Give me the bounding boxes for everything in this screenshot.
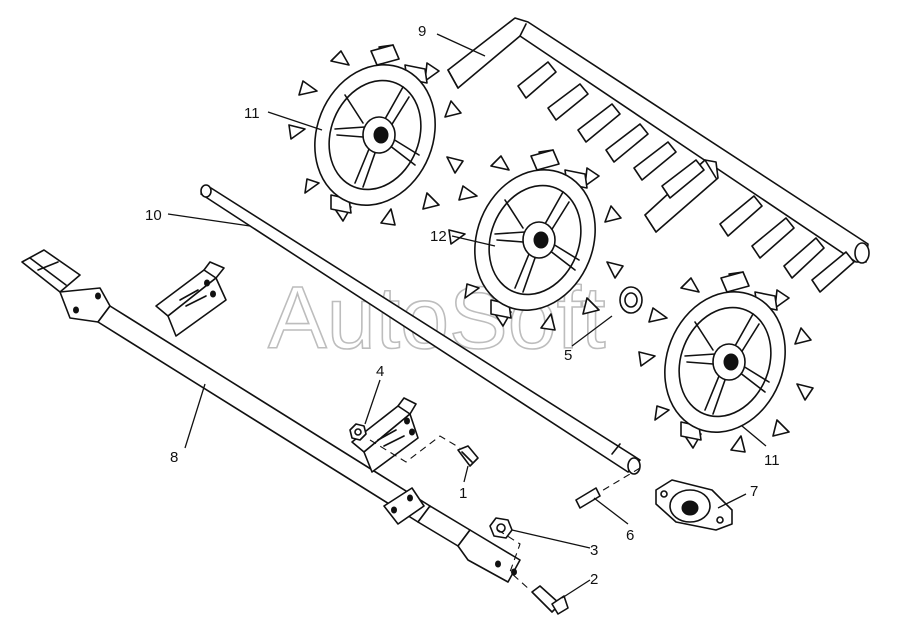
callout-2: 2	[590, 571, 598, 588]
callout-1: 1	[459, 485, 467, 502]
bearing-part-7	[655, 479, 733, 531]
nut-part-3	[489, 517, 513, 539]
callout-6: 6	[626, 527, 634, 544]
washer-part-5	[619, 286, 643, 314]
callout-12: 12	[430, 228, 447, 245]
frame-tube-part-8	[21, 249, 521, 583]
callout-11-upper: 11	[244, 105, 260, 122]
callout-9: 9	[418, 23, 426, 40]
sprocket-part-11-lower	[638, 271, 814, 453]
callout-8: 8	[170, 449, 178, 466]
callout-labels: 9 11 10 12 5 4 8 11 7 1 6 3 2	[145, 23, 780, 588]
callout-5: 5	[564, 347, 572, 364]
bolt-part-1	[457, 445, 479, 467]
alignment-lines	[369, 435, 641, 591]
callout-11-lower: 11	[764, 452, 780, 469]
shaft-part-10	[200, 184, 641, 475]
callout-10: 10	[145, 207, 162, 224]
callout-3: 3	[590, 542, 598, 559]
callout-7: 7	[750, 483, 758, 500]
callout-4: 4	[376, 363, 384, 380]
bolt-part-2	[531, 585, 569, 615]
sprocket-part-11-upper	[288, 44, 464, 226]
comb-rake-part-9	[447, 17, 870, 293]
leader-lines	[167, 33, 767, 599]
key-part-6	[575, 487, 601, 509]
nut-part-4	[349, 423, 367, 441]
